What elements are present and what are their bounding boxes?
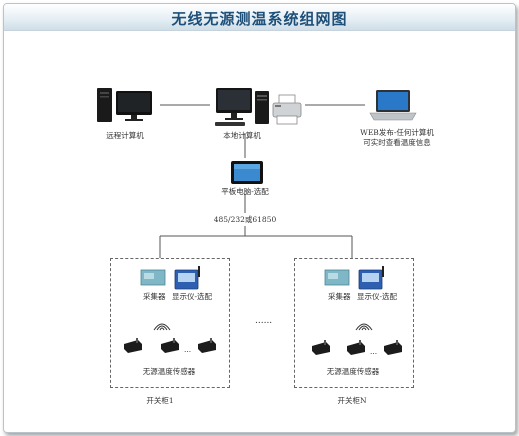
sensor-icon bbox=[124, 338, 142, 353]
sensor-icon bbox=[312, 340, 330, 355]
remote-computer-label: 远程计算机 bbox=[106, 131, 144, 140]
wireless-signal-icon bbox=[153, 323, 171, 331]
printer-icon bbox=[272, 94, 302, 125]
cabinet-ellipsis: ...... bbox=[255, 316, 273, 326]
bus-label: 485/232或61850 bbox=[213, 215, 277, 224]
sensor-ellipsis: ... bbox=[370, 347, 378, 356]
display-label: 显示仪-选配 bbox=[357, 292, 398, 301]
local-computer-icon bbox=[215, 88, 269, 126]
display-icon bbox=[174, 266, 200, 290]
collector-label: 采集器 bbox=[143, 292, 166, 301]
title-bar: 无线无源测温系统组网图 bbox=[4, 4, 515, 31]
display-icon bbox=[358, 266, 384, 290]
sensor-label: 无源温度传感器 bbox=[326, 367, 380, 376]
cabinet-1-box bbox=[110, 258, 230, 388]
laptop-icon bbox=[369, 90, 417, 121]
display-label: 显示仪-选配 bbox=[172, 292, 213, 301]
tablet-icon bbox=[231, 161, 263, 184]
sensor-label: 无源温度传感器 bbox=[142, 367, 196, 376]
cabinet-n-label: 开关柜N bbox=[337, 396, 367, 405]
sensor-icon bbox=[161, 338, 179, 353]
diagram-title: 无线无源测温系统组网图 bbox=[171, 10, 348, 28]
cabinet-n-box bbox=[294, 258, 414, 388]
tablet-label: 平板电脑-选配 bbox=[221, 187, 269, 196]
cabinet-1-label: 开关柜1 bbox=[146, 396, 174, 405]
local-computer-label: 本地计算机 bbox=[223, 131, 261, 140]
sensor-icon bbox=[347, 340, 365, 355]
sensor-ellipsis: ... bbox=[184, 345, 192, 354]
diagram-frame: 无线无源测温系统组网图 bbox=[3, 3, 516, 433]
web-computer-label-1: WEB发布-任何计算机 bbox=[360, 128, 434, 137]
remote-computer-icon bbox=[97, 88, 152, 122]
web-computer-label-2: 可实时查看温度信息 bbox=[363, 138, 431, 147]
collector-label: 采集器 bbox=[328, 292, 351, 301]
wireless-signal-icon bbox=[355, 323, 373, 331]
collector-icon bbox=[324, 269, 350, 286]
sensor-icon bbox=[384, 340, 402, 355]
collector-icon bbox=[140, 269, 166, 286]
sensor-icon bbox=[198, 338, 216, 353]
